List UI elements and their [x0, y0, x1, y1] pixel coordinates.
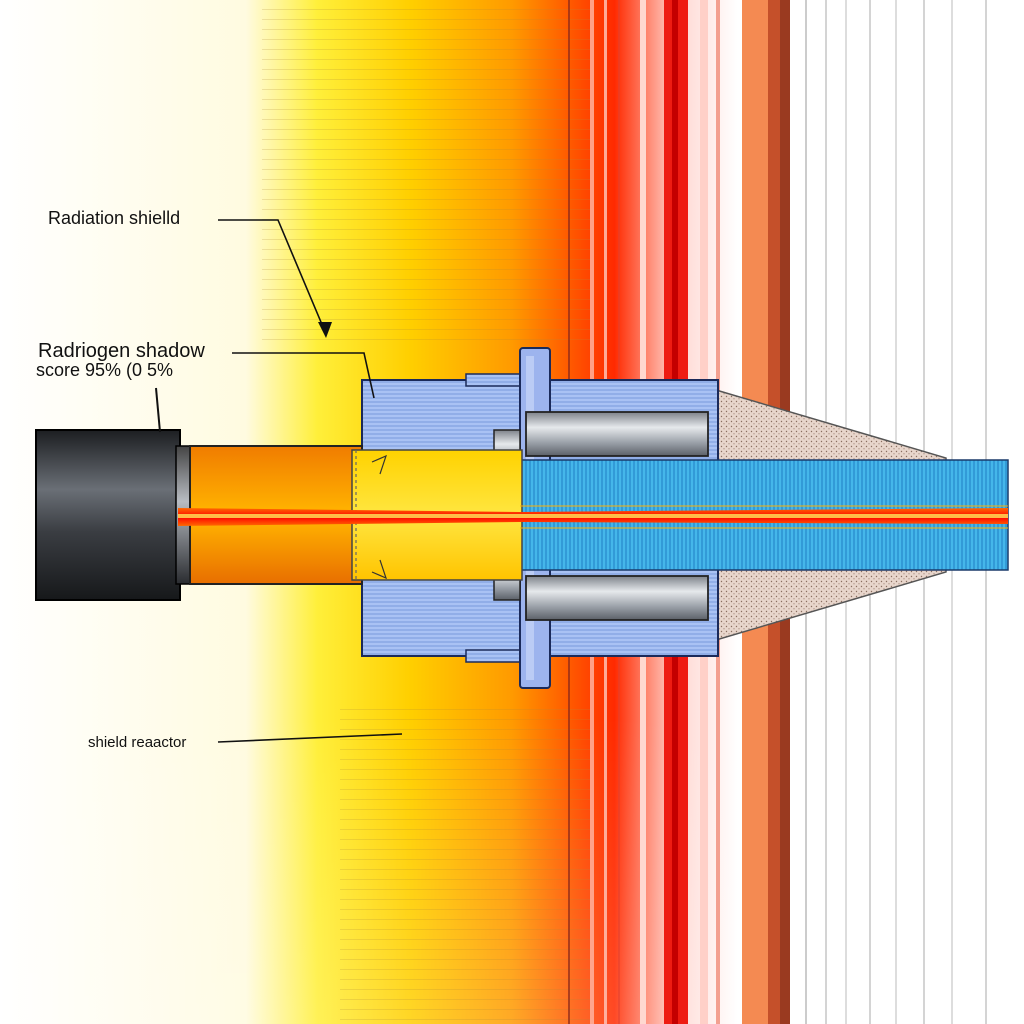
- shadow-score-label-line2: score 95% (0 5%: [36, 360, 174, 380]
- leader-shield-reactor: [217, 733, 403, 743]
- ruled-lines-bottom: [340, 700, 592, 1024]
- shadow-score-label-line1: Radriogen shadow: [38, 340, 205, 362]
- emitter-barrel: [35, 429, 181, 601]
- ruled-lines-top: [262, 0, 592, 340]
- leader-radiation-shield: [218, 219, 327, 335]
- leader-shadow-score-down: [155, 387, 161, 433]
- lower-metal-cylinder: [525, 575, 709, 621]
- shield-reactor-label: shield reaactor: [88, 734, 187, 751]
- upper-metal-cylinder: [525, 411, 709, 457]
- leader-shadow-score: [232, 352, 375, 399]
- radiation-shield-label: Radiation shielld: [48, 208, 181, 228]
